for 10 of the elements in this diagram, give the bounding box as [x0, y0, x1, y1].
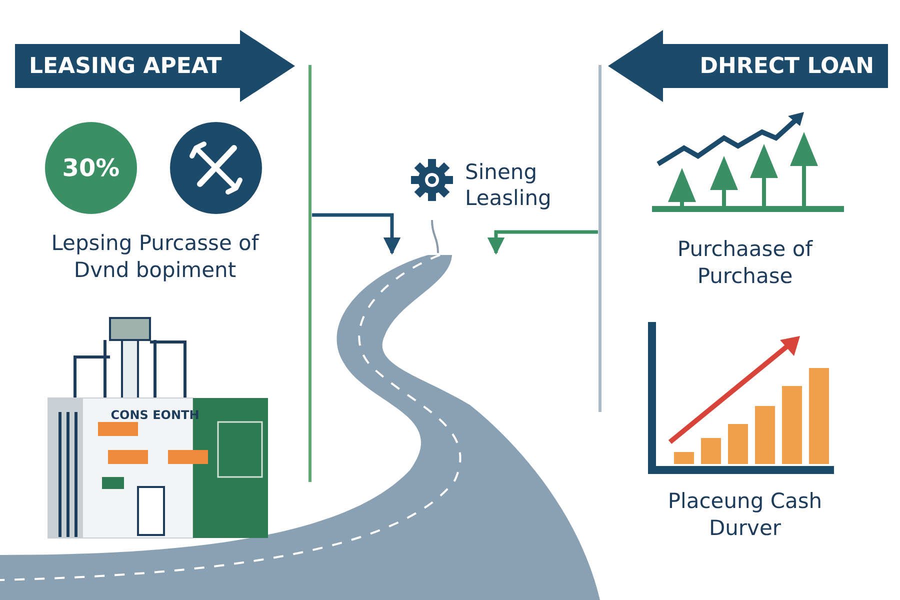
arrow — [487, 230, 598, 255]
caption-text: Purchaase of Purchase — [676, 236, 814, 290]
percent-circle: 30% — [45, 122, 137, 214]
banner-arrow: LEASING APEAT — [15, 30, 295, 102]
gear-label: Sineng Leasling — [410, 150, 580, 220]
arrow — [312, 213, 401, 255]
caption-text: Lepsing Purcasse of Dvnd bopiment — [50, 230, 260, 284]
caption-text: Placeung Cash Durver — [666, 488, 824, 542]
connector-line — [431, 220, 439, 254]
banner-arrow: DHRECT LOAN — [608, 30, 888, 102]
